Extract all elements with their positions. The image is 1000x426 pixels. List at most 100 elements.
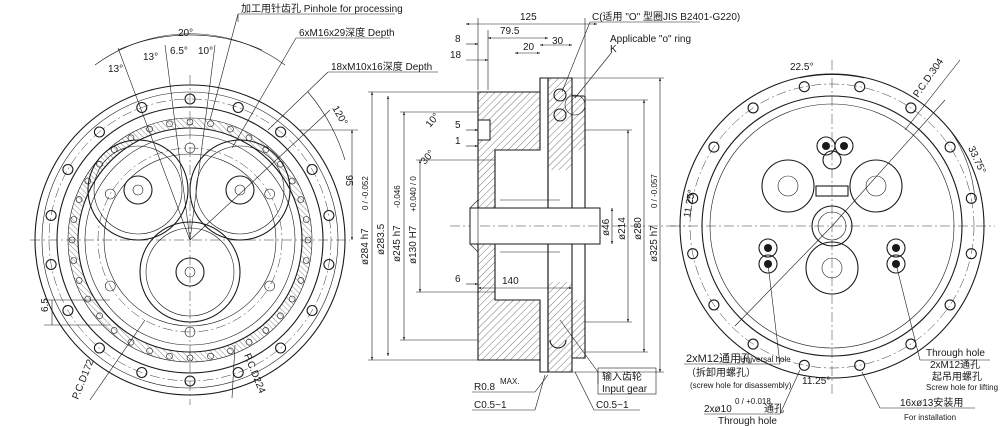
pin-hole [96, 312, 103, 320]
pin-hole [146, 347, 153, 355]
mounting-hole [965, 248, 977, 260]
r08-label: R0.8 [474, 382, 496, 393]
m12-screw-cn: （拆卸用螺孔） [686, 366, 756, 379]
mounting-hole [905, 102, 917, 114]
r08-sup-label: MAX. [500, 377, 520, 386]
bolt-hole [306, 304, 318, 317]
pin-hole [110, 146, 118, 153]
dim-5-label: 5 [455, 120, 461, 131]
angle-30-section: 30° [419, 148, 437, 167]
pcd224-label: P.C.D224 [241, 352, 267, 396]
dim-6-label: 6 [455, 274, 461, 285]
bolt-hole [136, 101, 148, 114]
pin-hole [207, 120, 214, 128]
m12-lift-note: 2xM12通孔 [930, 359, 980, 371]
dia-46-label: ø46 [601, 218, 612, 236]
dia-280-label: ø280 [633, 217, 644, 240]
bolt-hole [93, 126, 105, 138]
dim-6-5-label: 6.5 [40, 298, 51, 312]
left-housing [30, 75, 350, 405]
c05-left-label: C0.5~1 [474, 400, 507, 411]
left-angle-arcs [94, 33, 346, 241]
k-label: K [610, 44, 617, 55]
phi10-note: 2xø10 [704, 404, 732, 415]
inner-bolt-holes [105, 142, 276, 338]
dia-325-label: ø325 h7 [649, 225, 660, 262]
pin-hole [207, 352, 214, 360]
pin-hole [70, 216, 78, 223]
bolt-hole-inner [105, 188, 116, 200]
pin-hole [227, 125, 234, 133]
bolt-hole [275, 126, 287, 138]
tol-325-label: 0 / -0.057 [650, 174, 659, 208]
pin-hole [302, 216, 310, 223]
dim-79-5-label: 79.5 [500, 26, 520, 37]
pin-hole [110, 327, 118, 334]
m10-note: 18xM10x16深度 Depth [331, 60, 432, 73]
pin-hole [84, 295, 92, 303]
pin-hole [166, 120, 173, 128]
pin-hole [245, 338, 253, 346]
m12-universal-en: Universal hole [740, 355, 791, 364]
angle-11-25b-label: 11.25° [802, 376, 830, 387]
bolt-hole [184, 93, 196, 105]
dim-95-label: 95 [343, 175, 354, 187]
tol-245-label: -0.046 [393, 185, 402, 208]
bolt-hole [45, 209, 57, 222]
right-diameter-dims [572, 77, 664, 373]
dim-125-label: 125 [520, 12, 537, 23]
outer-bolt-holes [45, 93, 335, 387]
right-view: 22.5° P.C.D.304 11.25° 33.75° 11.25° 2xM… [670, 56, 998, 426]
pin-hole [70, 257, 78, 264]
dim-140-label: 140 [502, 276, 519, 287]
pin-hole [75, 196, 83, 203]
pin-hole [262, 327, 270, 334]
bolt-hole [62, 304, 74, 317]
dim-8-label: 8 [455, 34, 461, 45]
bolt-hole-inner [264, 188, 276, 200]
bolt-hole-inner [184, 326, 196, 338]
mounting-hole [687, 248, 699, 260]
dim-18-label: 18 [450, 50, 462, 61]
mounting-hole [708, 141, 720, 153]
pin-hole [304, 236, 312, 244]
left-view: 20° 13° 13° 6.5° 10° 120° 加工用针齿孔 Pinhole… [30, 2, 438, 405]
dia-283-5-label: ø283.5 [376, 223, 387, 255]
mounting-hole [854, 359, 866, 371]
c05-right-label: C0.5~1 [596, 400, 629, 411]
m16-note: 6xM16x29深度 Depth [299, 26, 395, 39]
left-diameter-dims [368, 91, 495, 361]
bolt-hole-inner [105, 280, 116, 292]
mounting-hole [854, 81, 866, 93]
bolt-hole [306, 163, 318, 176]
mounting-hole [944, 141, 956, 153]
tol-130-label: +0.040 / 0 [409, 176, 418, 212]
bolt-hole-inner [264, 280, 276, 292]
dim-30-label: 30 [552, 36, 564, 47]
mounting-hole [944, 299, 956, 311]
through-hole-en: Through hole [926, 348, 985, 359]
section-view: 125 79.5 30 20 8 18 5 1 10° 30° ø2 [360, 10, 740, 411]
install-note: 16xø13安装用 [900, 396, 963, 409]
dia-214-label: ø214 [617, 217, 628, 240]
phi10-en: Through hole [718, 416, 777, 426]
mounting-hole [798, 359, 810, 371]
angle-22-5-label: 22.5° [790, 62, 813, 73]
pin-hole [127, 338, 135, 346]
angle-10-section: 10° [424, 111, 442, 130]
oring-note-cn: C(适用 "O" 型圈JIS B2401-G220) [592, 10, 740, 23]
pin-hole [277, 312, 284, 320]
angle-120-label: 120° [329, 104, 349, 127]
phi10-tol: 0 / +0.018 [735, 397, 771, 406]
bolt-hole [136, 366, 148, 379]
angle-10-label: 10° [198, 46, 213, 57]
pcd172-label: P.C.D172 [71, 358, 97, 402]
mounting-hole [687, 192, 699, 204]
install-en: For installation [904, 413, 956, 422]
bolt-hole [93, 342, 105, 354]
lift-en: Screw hole for lifting [926, 383, 998, 392]
dia-284-label: ø284 h7 [360, 228, 371, 265]
pin-hole [68, 236, 76, 244]
bolt-hole [62, 163, 74, 176]
